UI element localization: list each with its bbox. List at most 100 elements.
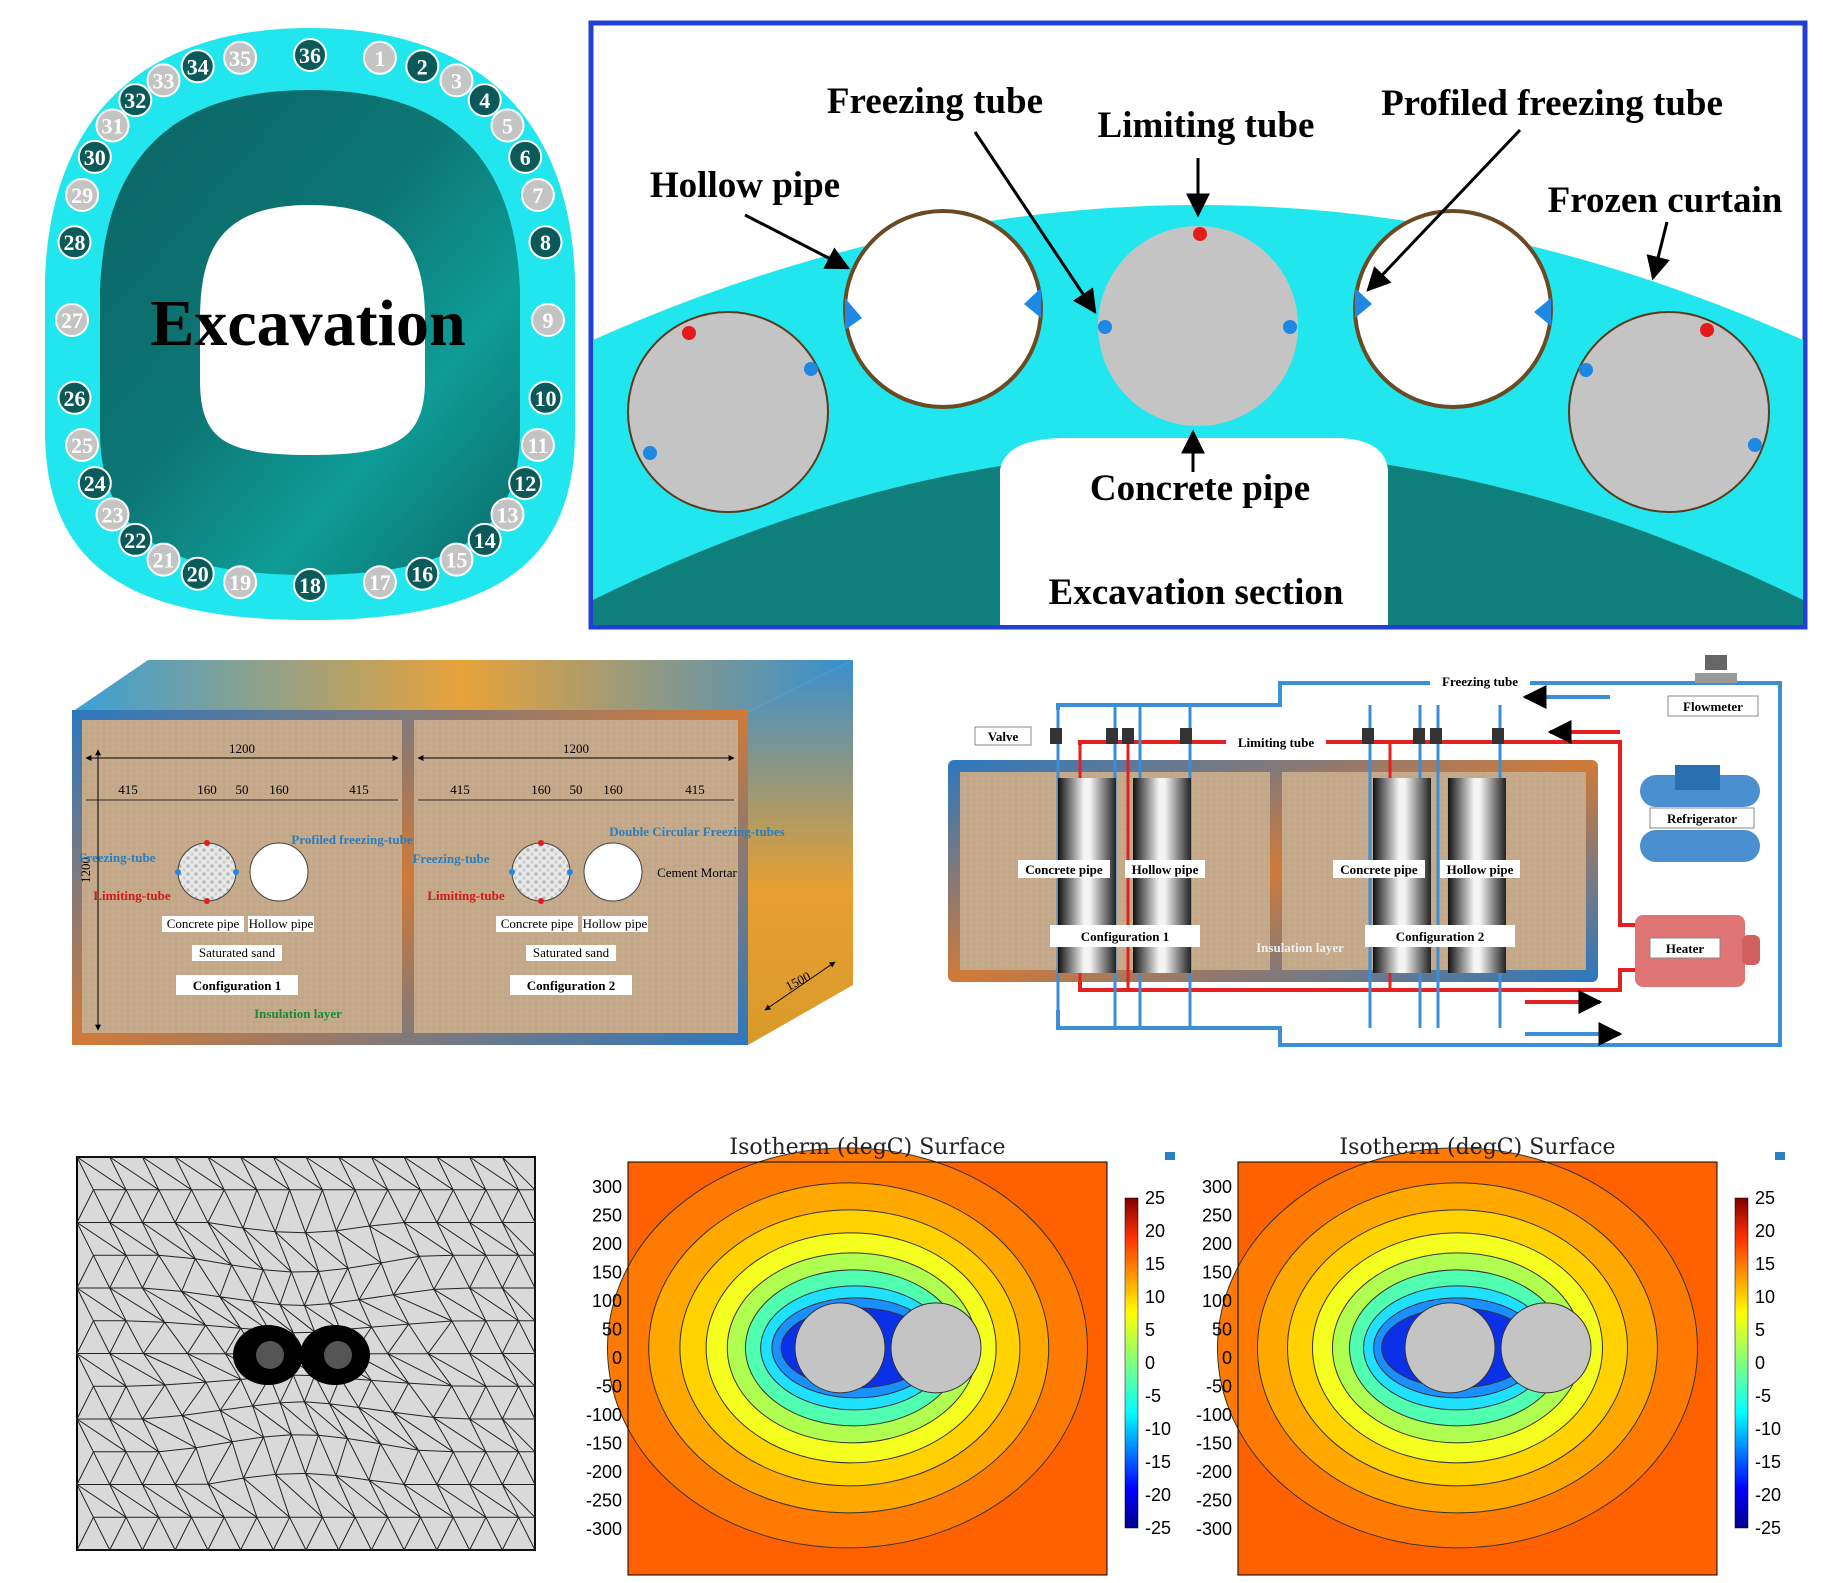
tube-marker xyxy=(65,178,100,212)
flowmeter-body xyxy=(1695,673,1737,683)
tube-marker xyxy=(146,63,181,98)
mesh-edges xyxy=(76,1156,536,1551)
tube-marker xyxy=(180,49,215,84)
x-tick-label: 0 xyxy=(870,1581,880,1583)
tube-number: 7 xyxy=(532,183,543,208)
tube-number: 13 xyxy=(497,503,519,528)
y-tick-label: -250 xyxy=(1196,1491,1232,1511)
tube-number: 2 xyxy=(417,54,428,79)
hollow-pipe-c2 xyxy=(583,842,643,902)
colorbar xyxy=(1734,1197,1749,1529)
concrete-pipe-c1 xyxy=(177,842,237,902)
tube-number: 20 xyxy=(187,562,209,587)
y-tick-label: -150 xyxy=(1196,1434,1232,1454)
colorbar-tick: 10 xyxy=(1755,1287,1775,1307)
label-double-tubes-c2: Double Circular Freezing-tubes xyxy=(609,824,785,839)
box-side-face xyxy=(748,660,853,1045)
colorbar-tick: 20 xyxy=(1145,1221,1165,1241)
dim-415-right: 415 xyxy=(685,782,705,797)
colorbar-tick: 0 xyxy=(1145,1353,1155,1373)
label-bg xyxy=(526,945,616,961)
valve-icon xyxy=(1106,728,1118,744)
label-hollow-c2: Hollow pipe xyxy=(583,916,648,931)
colorbar-tick: -15 xyxy=(1145,1452,1171,1472)
limiting-tube-dot xyxy=(682,326,696,340)
colorbar-tick: -20 xyxy=(1755,1485,1781,1505)
tube-number: 27 xyxy=(61,308,83,333)
valve-icon xyxy=(1050,728,1062,744)
concrete-pipe-left xyxy=(627,311,829,513)
depth-dim-line xyxy=(764,961,836,1011)
label-hollow-c1: Hollow pipe xyxy=(249,916,314,931)
tube-number: 6 xyxy=(520,145,531,170)
panel-c-test-box: 1500 1200 1200 415 160 50 160 415 Freezi… xyxy=(72,660,853,1045)
tube-marker xyxy=(223,40,258,75)
refrigerator-control xyxy=(1675,765,1720,790)
profiled-tube-3 xyxy=(1355,288,1372,318)
y-tick-label: -200 xyxy=(1196,1462,1232,1482)
config-1-title: Configuration 1 xyxy=(193,978,281,993)
label-bg xyxy=(1125,860,1205,878)
mesh-pipe-core xyxy=(324,1341,352,1369)
label-bg xyxy=(248,916,314,932)
config-2-title: Configuration 2 xyxy=(527,978,615,993)
label-bg xyxy=(496,916,578,932)
y-tick-label: -100 xyxy=(1196,1405,1232,1425)
tube-number: 17 xyxy=(369,570,391,595)
colorbar-tick: 15 xyxy=(1755,1254,1775,1274)
y-tick-label: 300 xyxy=(592,1177,622,1197)
freezing-tube-dot xyxy=(1579,363,1593,377)
tube-marker xyxy=(520,428,555,462)
label-heater: Heater xyxy=(1666,941,1704,956)
mesh-pipe-core xyxy=(256,1341,284,1369)
plot-frame xyxy=(1237,1161,1718,1576)
tube-number: 33 xyxy=(153,68,175,93)
comsol-logo-icon xyxy=(1165,1152,1175,1160)
label-bg xyxy=(1649,807,1755,829)
tube-number: 30 xyxy=(84,145,106,170)
tube-marker xyxy=(362,565,397,600)
freeze-dot xyxy=(233,869,239,875)
y-tick-label: 300 xyxy=(1202,1177,1232,1197)
tube-number: 9 xyxy=(543,308,554,333)
label-bg xyxy=(582,916,648,932)
x-tick-label: 200 xyxy=(1583,1581,1613,1583)
tube-number: 25 xyxy=(71,433,93,458)
label-sand-c1: Saturated sand xyxy=(199,945,276,960)
tube-marker xyxy=(528,380,563,415)
label-limiting-tube-d: Limiting tube xyxy=(1238,735,1314,750)
label-config1-d: Configuration 1 xyxy=(1081,929,1169,944)
x-tick-label: -200 xyxy=(1353,1581,1389,1583)
tube-marker xyxy=(57,380,92,415)
label-config2-d: Configuration 2 xyxy=(1396,929,1484,944)
tube-marker xyxy=(118,522,153,557)
dim-50: 50 xyxy=(236,782,249,797)
y-tick-label: 0 xyxy=(612,1348,622,1368)
iso-concrete-pipe xyxy=(1404,1302,1496,1394)
label-bg xyxy=(1018,860,1110,878)
label-freezing-tube-d: Freezing tube xyxy=(1442,674,1518,689)
flowmeter-display xyxy=(1705,655,1727,670)
label-bg xyxy=(1667,695,1759,717)
limiting-loop-top xyxy=(1078,740,1645,927)
tube-number: 12 xyxy=(514,471,536,496)
refrigerator-tank xyxy=(1640,775,1760,807)
hollow-pipe-right xyxy=(1353,209,1553,409)
tube-marker xyxy=(146,542,181,577)
concrete-pipe-center xyxy=(1098,226,1298,426)
y-tick-label: 150 xyxy=(1202,1263,1232,1283)
limit-dot xyxy=(538,898,544,904)
panel-e-mesh xyxy=(76,1156,536,1551)
dim-160-b: 160 xyxy=(269,782,289,797)
excavation-label: Excavation xyxy=(150,287,465,360)
refrigerator-tank xyxy=(1640,830,1760,862)
colorbar-tick: 20 xyxy=(1755,1221,1775,1241)
refrigerator-unit: Refrigerator xyxy=(1640,765,1760,862)
detail-excavation-section xyxy=(1000,438,1388,625)
tube-marker xyxy=(405,49,440,84)
tube-number: 4 xyxy=(479,88,490,113)
dim-415-right: 415 xyxy=(349,782,369,797)
dim-160-a: 160 xyxy=(531,782,551,797)
arrow-profiled-tube xyxy=(1366,128,1522,292)
